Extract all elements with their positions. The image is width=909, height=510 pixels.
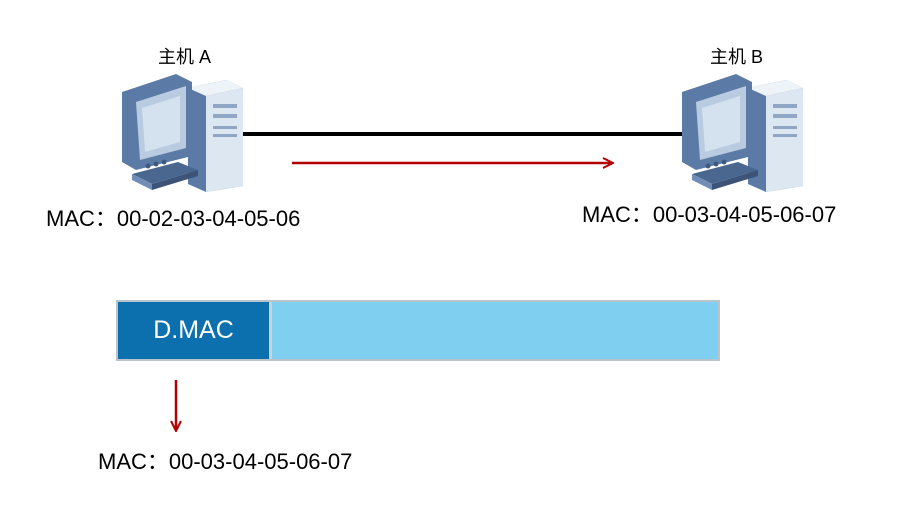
lookup-mac: MAC：00-03-04-05-06-07 — [98, 449, 353, 474]
frame-dmac-field: D.MAC — [118, 302, 272, 359]
host-a-name: 主机 A — [158, 47, 212, 67]
host-a-mac: MAC：00-02-03-04-05-06 — [46, 206, 301, 231]
host-b-name: 主机 B — [710, 47, 764, 67]
frame-payload-field — [272, 302, 718, 359]
desktop-computer-icon — [682, 74, 803, 192]
host-b-mac: MAC：00-03-04-05-06-07 — [582, 202, 837, 227]
ethernet-frame: D.MAC — [116, 300, 720, 361]
desktop-computer-icon — [122, 74, 243, 192]
